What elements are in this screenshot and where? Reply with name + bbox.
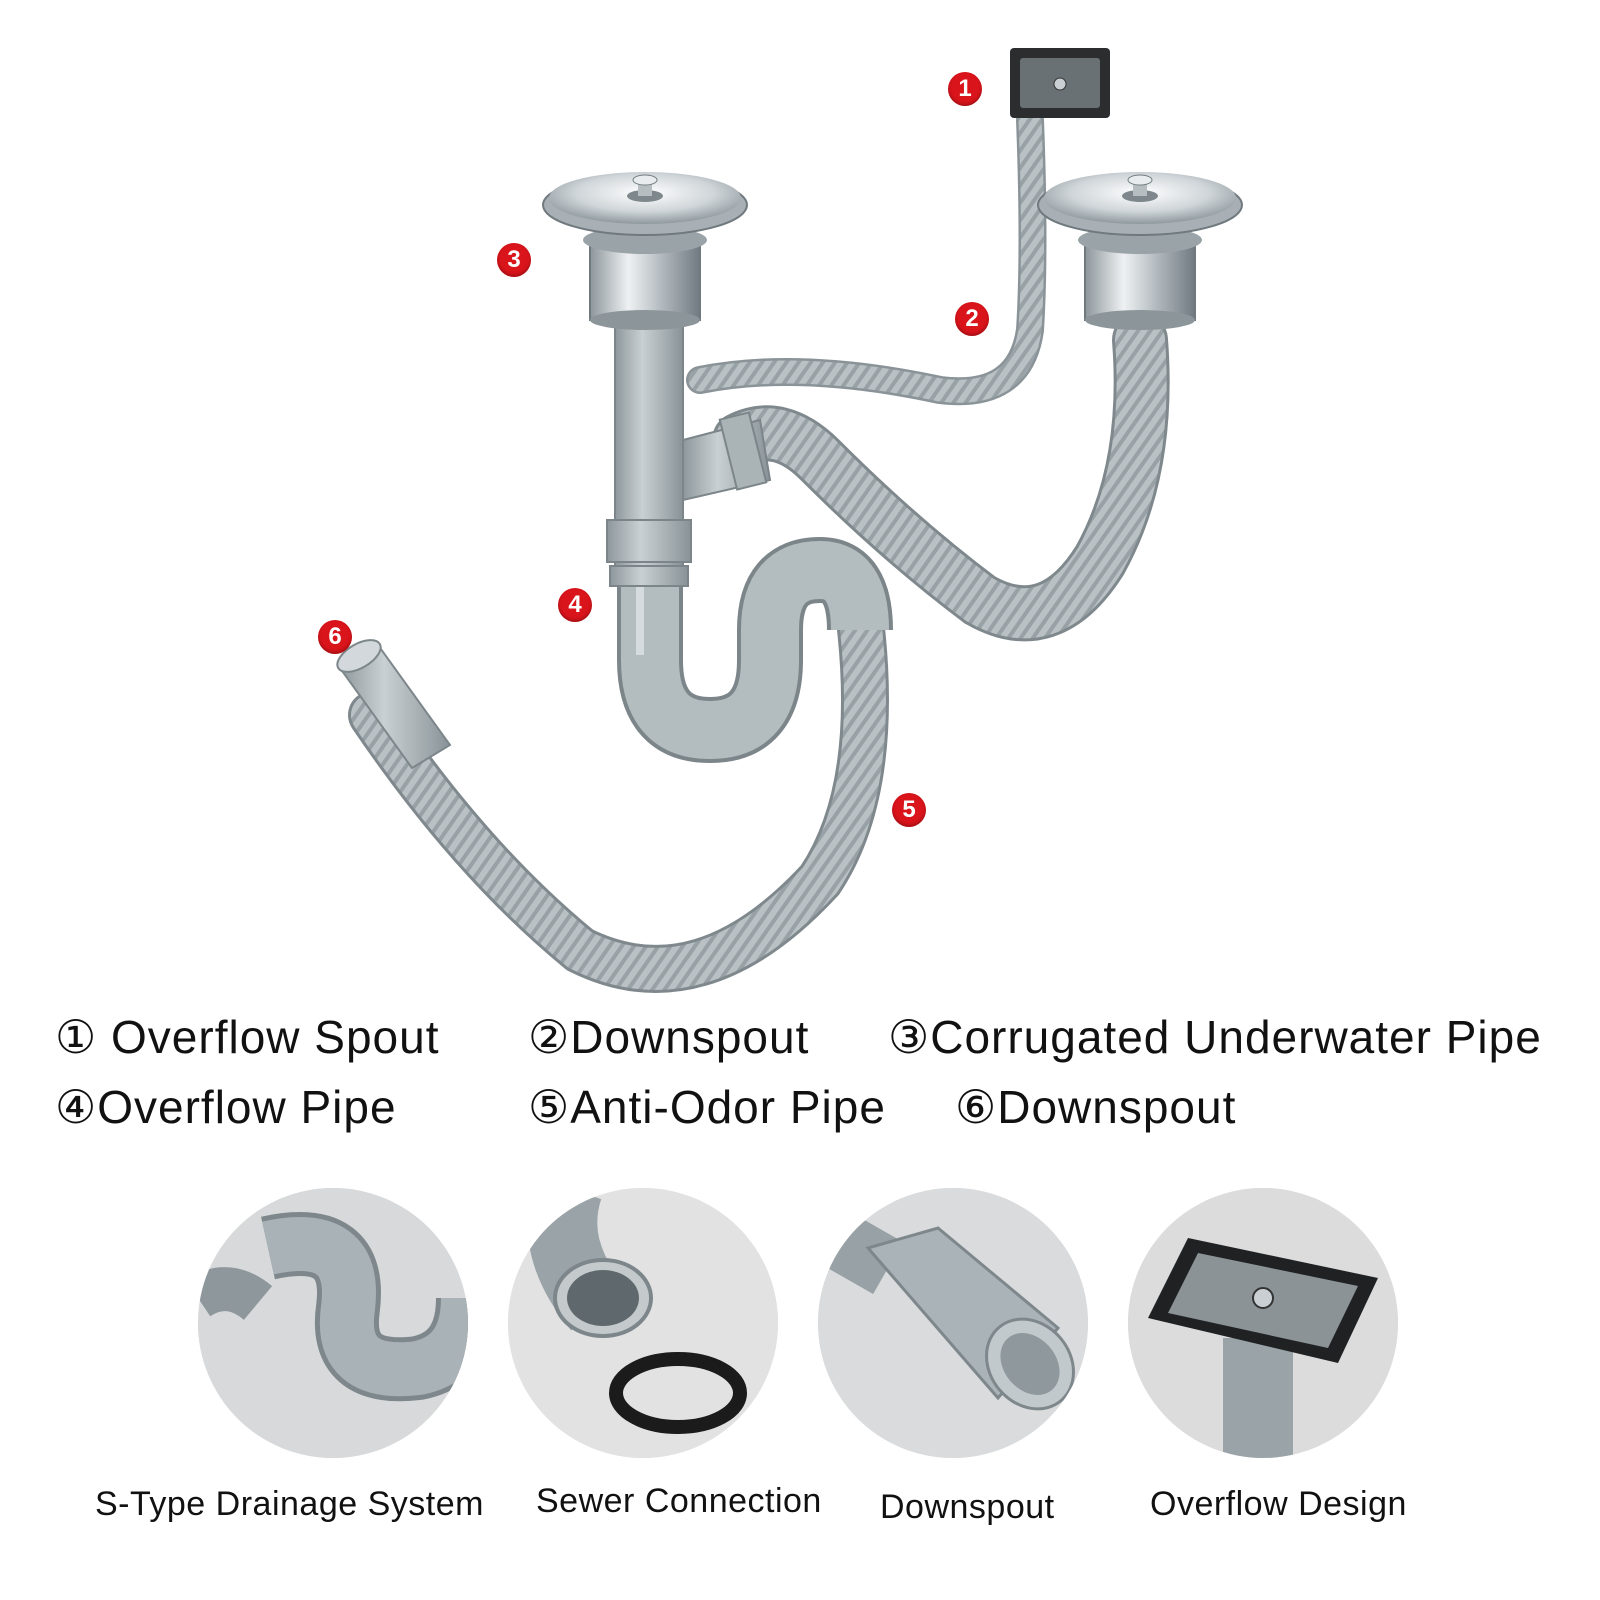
drain-kit-illustration	[336, 48, 1243, 993]
badge-3: 3	[497, 243, 531, 277]
left-strainer	[542, 172, 748, 330]
detail-overflow-design-photo	[1128, 1188, 1398, 1458]
corrugated-underwater-pipe	[712, 312, 1170, 642]
overflow-spout-plate	[1010, 48, 1110, 118]
caption-s-type-drainage: S-Type Drainage System	[95, 1485, 484, 1523]
badge-1: 1	[948, 72, 982, 106]
overflow-pipe	[606, 314, 772, 587]
outlet-nozzle	[336, 639, 452, 770]
badge-4: 4	[558, 588, 592, 622]
detail-s-trap-photo	[198, 1188, 468, 1458]
caption-downspout: Downspout	[880, 1488, 1055, 1526]
legend-downspout: ②Downspout	[528, 1011, 810, 1063]
anti-odor-hose	[348, 596, 889, 993]
badge-5: 5	[892, 793, 926, 827]
legend-anti-odor-pipe: ⑤Anti-Odor Pipe	[528, 1081, 886, 1133]
badge-6: 6	[318, 620, 352, 654]
detail-sewer-connection-photo	[508, 1188, 778, 1458]
right-strainer	[1037, 172, 1243, 330]
detail-downspout-photo	[818, 1188, 1088, 1458]
legend-overflow-pipe: ④Overflow Pipe	[55, 1081, 397, 1133]
badge-2: 2	[955, 302, 989, 336]
overflow-downspout-hose	[686, 106, 1047, 406]
legend-overflow-spout: ① Overflow Spout	[55, 1011, 440, 1063]
legend-corrugated-pipe: ③Corrugated Underwater Pipe	[888, 1011, 1542, 1063]
caption-sewer-connection: Sewer Connection	[536, 1482, 822, 1520]
caption-overflow-design: Overflow Design	[1150, 1485, 1407, 1523]
legend-downspout-outlet: ⑥Downspout	[955, 1081, 1237, 1133]
s-trap	[617, 536, 893, 764]
